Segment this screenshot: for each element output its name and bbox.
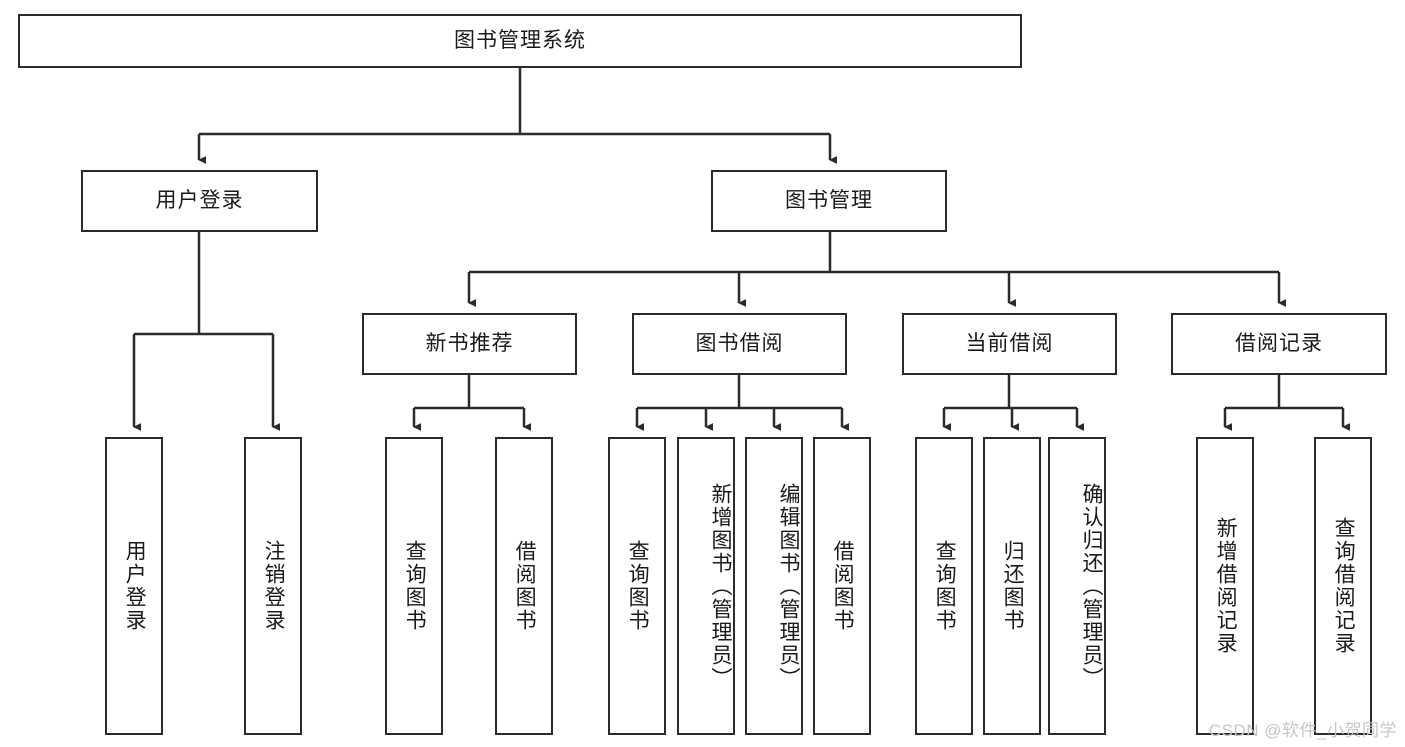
leaf-borrow-record-query-record[interactable]: 查询借阅记录: [1314, 437, 1372, 735]
node-label: 用户登录: [155, 189, 244, 213]
node-label: 确认归还（管理员）: [1080, 482, 1103, 690]
node-label: 查询图书: [933, 540, 957, 632]
leaf-user-login-login[interactable]: 用户登录: [105, 437, 163, 735]
leaf-book-borrow-edit-book-admin[interactable]: 编辑图书（管理员）: [745, 437, 803, 735]
node-label: 新增借阅记录: [1214, 517, 1238, 655]
node-label: 编辑图书（管理员）: [777, 482, 800, 690]
node-user-login[interactable]: 用户登录: [81, 170, 318, 232]
node-current-borrow[interactable]: 当前借阅: [902, 313, 1117, 375]
node-root-book-management-system[interactable]: 图书管理系统: [18, 14, 1022, 68]
node-label: 当前借阅: [965, 332, 1054, 356]
node-label: 归还图书: [1001, 540, 1025, 632]
node-label: 查询借阅记录: [1332, 517, 1356, 655]
node-borrow-record[interactable]: 借阅记录: [1171, 313, 1387, 375]
leaf-user-login-logout[interactable]: 注销登录: [244, 437, 302, 735]
node-label: 新增图书（管理员）: [709, 482, 732, 690]
node-label: 图书借阅: [695, 332, 784, 356]
leaf-current-borrow-confirm-return-admin[interactable]: 确认归还（管理员）: [1048, 437, 1106, 735]
node-label: 新书推荐: [425, 332, 514, 356]
leaf-book-borrow-add-book-admin[interactable]: 新增图书（管理员）: [677, 437, 735, 735]
node-label: 用户登录: [123, 540, 147, 632]
node-label: 注销登录: [262, 540, 286, 632]
leaf-current-borrow-query-book[interactable]: 查询图书: [915, 437, 973, 735]
node-label: 借阅图书: [831, 540, 855, 632]
watermark-text: CSDN @软件_小贺同学: [1208, 721, 1397, 740]
node-label: 借阅图书: [513, 540, 537, 632]
node-label: 查询图书: [403, 540, 427, 632]
node-label: 图书管理: [785, 189, 873, 213]
leaf-new-book-borrow-book[interactable]: 借阅图书: [495, 437, 553, 735]
leaf-borrow-record-add-record[interactable]: 新增借阅记录: [1196, 437, 1254, 735]
leaf-book-borrow-borrow-book[interactable]: 借阅图书: [813, 437, 871, 735]
node-label: 查询图书: [626, 540, 650, 632]
node-label: 借阅记录: [1235, 332, 1323, 356]
leaf-book-borrow-query-book[interactable]: 查询图书: [608, 437, 666, 735]
node-book-management[interactable]: 图书管理: [711, 170, 947, 232]
leaf-current-borrow-return-book[interactable]: 归还图书: [983, 437, 1041, 735]
node-new-book-recommend[interactable]: 新书推荐: [362, 313, 577, 375]
node-book-borrow[interactable]: 图书借阅: [632, 313, 847, 375]
node-label: 图书管理系统: [454, 29, 586, 53]
leaf-new-book-query-book[interactable]: 查询图书: [385, 437, 443, 735]
